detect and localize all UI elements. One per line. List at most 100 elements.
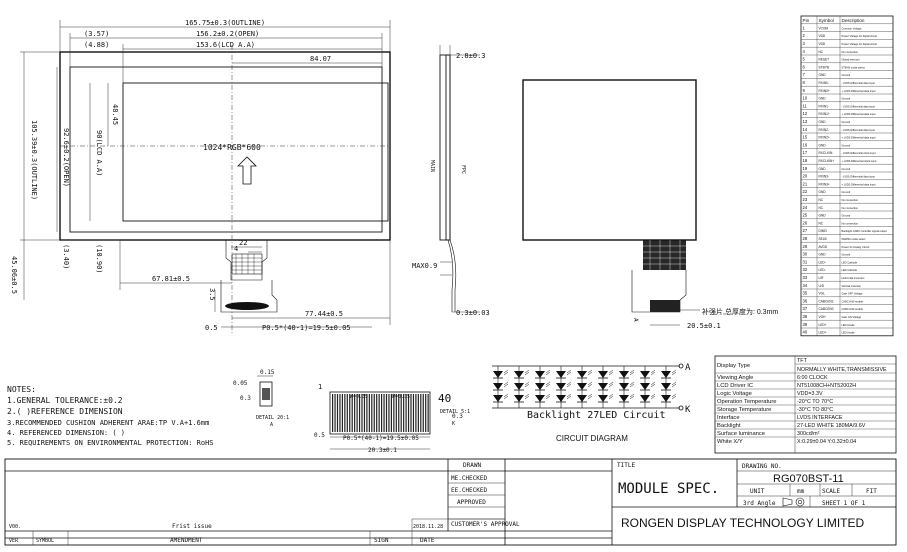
pin-cell: Ground <box>842 73 851 77</box>
fpc-finger <box>376 394 378 432</box>
led-icon <box>535 383 545 390</box>
fpc-finger <box>425 394 427 432</box>
spec-value: TFT <box>797 358 808 364</box>
fpc-finger <box>422 394 424 432</box>
fpc-finger <box>415 394 417 432</box>
fpc-finger <box>390 394 392 432</box>
spec-value: -20°C TO 70°C <box>797 399 833 405</box>
pin-cell: LED- <box>819 260 826 264</box>
back-view: 补强片,总厚度为: 0.3mm 20.5±0.1 A <box>522 79 778 330</box>
dim-357: (3.57) <box>84 30 109 38</box>
pin-cell: VGH <box>819 315 827 319</box>
dim-05: 0.5 <box>205 324 218 332</box>
tb-sheet: SHEET 1 OF 1 <box>822 500 866 507</box>
pin-cell: 13 <box>803 119 808 124</box>
tb-me-checked: ME.CHECKED <box>451 475 488 482</box>
detail-k-pin40: 40 <box>438 392 451 405</box>
dim-lcd-aa: 153.6(LCD A.A) <box>196 41 255 49</box>
pin-cell: AVDD <box>819 245 828 249</box>
side-view: 2.8±0.3 MAIN FPC MAX0.9 0.3±0.03 <box>412 45 490 317</box>
pin-cell: 37 <box>803 306 808 311</box>
fpc-finger <box>373 394 375 432</box>
back-outline <box>522 79 697 241</box>
pin-cell: Horizontal inversion <box>842 276 865 280</box>
fpc-finger <box>398 394 400 432</box>
note-2: 2.( )REFERENCE DIMENSION <box>7 407 123 416</box>
tb-col-amendment: AMENDMENT <box>170 537 203 544</box>
pin-cell: GND <box>819 167 827 171</box>
pin-cell: GND <box>819 214 827 218</box>
tb-rev: V00. <box>9 524 21 530</box>
pin-cell: RXIN0+ <box>819 89 830 93</box>
third-angle-projection-icon <box>782 497 805 507</box>
pin-cell: 4 <box>803 49 806 54</box>
pin-cell: NC <box>819 50 824 54</box>
pin-cell: 14 <box>803 127 808 132</box>
led-icon <box>619 395 629 402</box>
fpc-finger <box>361 394 363 432</box>
fpc-finger <box>366 394 368 432</box>
tb-col-ver: VER <box>9 538 19 544</box>
notes: NOTES: 1.GENERAL TOLERANCE:±0.2 2.( )REF… <box>7 385 214 447</box>
pin-cell: Vertical inversion <box>842 284 862 288</box>
pin-cell: DIMO <box>819 229 828 233</box>
led-grid <box>493 366 677 408</box>
detail-a-005: 0.05 <box>233 380 248 387</box>
pin-cell: 34 <box>803 283 808 288</box>
led-icon <box>640 371 650 378</box>
detail-a-03: 0.3 <box>240 395 251 402</box>
pin-cell: 9 <box>803 88 806 93</box>
pin-cell: GND <box>819 97 827 101</box>
dim-7744: 77.44±0.5 <box>305 310 343 318</box>
pin-cell: Ground <box>842 190 851 194</box>
fpc-finger <box>346 394 348 432</box>
led-icon <box>535 395 545 402</box>
pin-cell: 26 <box>803 220 808 225</box>
dim-35: 3.5 <box>208 288 216 301</box>
pin-cell: RXIN3+ <box>819 182 830 186</box>
open-area <box>69 66 383 233</box>
fpc-finger <box>400 394 402 432</box>
spec-label: Storage Temperature <box>717 407 771 413</box>
notes-title: NOTES: <box>7 385 36 394</box>
detail-a-015: 0.15 <box>260 369 275 376</box>
fpc-finger <box>336 394 339 432</box>
pin-cell: GND <box>819 253 827 257</box>
fpc-finger <box>358 394 361 432</box>
cathode-label: K <box>685 405 691 415</box>
fpc-finger <box>405 394 407 432</box>
led-icon <box>577 371 587 378</box>
pin-cell: SELB <box>819 237 827 241</box>
pin-cell: Global reset pin <box>842 58 861 62</box>
pin-cell: LED+ <box>819 331 827 335</box>
pin-cell: + LVDS Differential data input <box>842 89 876 93</box>
pin-header-symbol: Symbol <box>819 18 834 23</box>
dim-pitch-main: P0.5*(40-1)=19.5±0.05 <box>262 324 351 332</box>
note-4: 4. REFERENCED DIMENSION: ( ) <box>7 429 125 437</box>
pin-cell: U/D <box>819 284 825 288</box>
pin-cell: 18 <box>803 158 808 163</box>
spec-label: Logic Voltage <box>717 391 752 397</box>
detail-a-label: DETAIL 20:1 <box>256 415 289 421</box>
fpc-finger <box>351 394 353 432</box>
fpc-finger <box>368 394 370 432</box>
detail-k: 1 40 W=0.35 W=0.15 0.5 P0.5*(40-1)=19.5±… <box>314 383 470 454</box>
led-circuit: A K Backlight 27LED Circuit CIRCUIT DIAG… <box>492 363 691 443</box>
side-dim-03: 0.3±0.03 <box>456 309 490 317</box>
pin-cell: LED- <box>819 268 826 272</box>
led-icon <box>598 395 608 402</box>
fpc-finger <box>344 394 346 432</box>
pin-cell: 6bit/8bit mode select <box>842 237 866 241</box>
detail-k-w035: W=0.35 <box>350 394 368 400</box>
fpc-finger <box>393 394 395 432</box>
pin-cell: 12 <box>803 111 808 116</box>
dim-8407: 84.07 <box>310 55 331 63</box>
pin-cell: RXIN3- <box>819 175 829 179</box>
note-5: 5. REQUIREMENTS ON ENVIRONMENTAL PROTECT… <box>7 439 214 447</box>
led-icon <box>640 383 650 390</box>
dim-6781: 67.81±0.5 <box>152 275 190 283</box>
spec-value: LVDS INTERFACE <box>797 415 843 421</box>
pin-cell: NC <box>819 198 824 202</box>
spec-value: -30°C TO 80°C <box>797 407 833 413</box>
